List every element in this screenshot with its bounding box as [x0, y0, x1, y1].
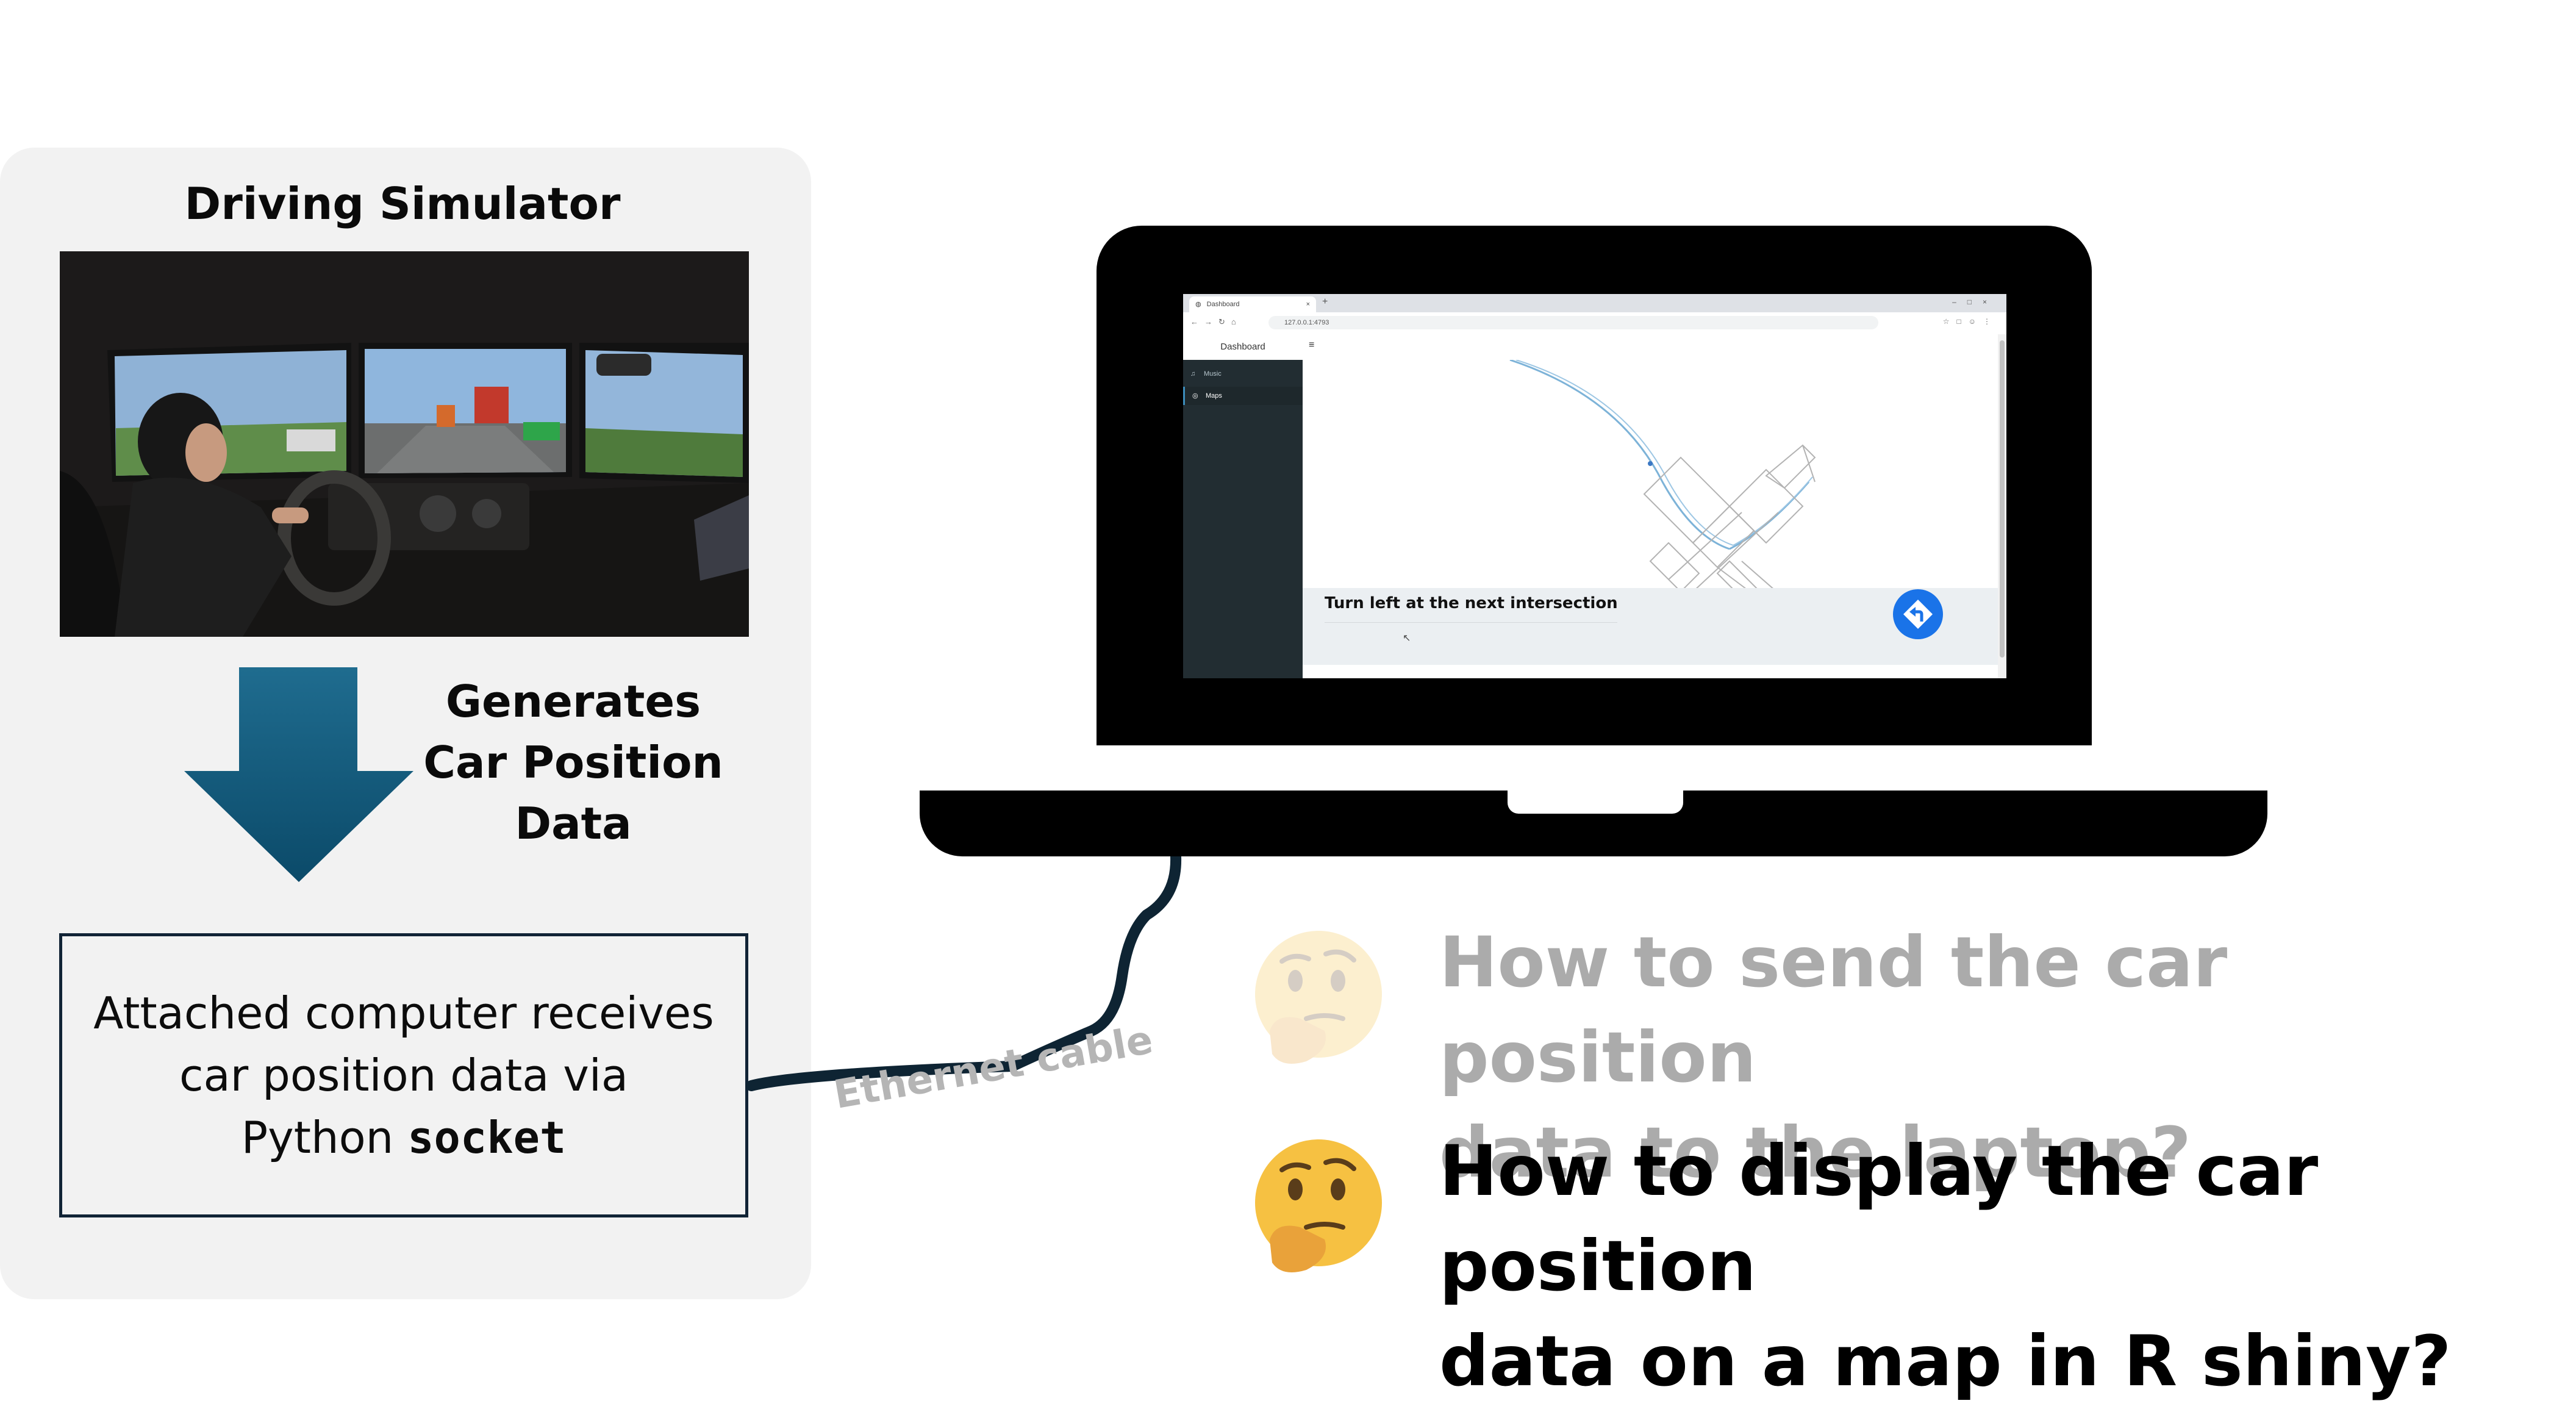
app-sidebar: ♫ Music ◎ Maps [1183, 360, 1303, 678]
scroll-thumb[interactable] [2000, 340, 2005, 658]
app-title: Dashboard [1220, 342, 1265, 352]
music-note-icon: ♫ [1190, 370, 1196, 378]
sidebar-item-maps[interactable]: ◎ Maps [1183, 387, 1303, 405]
arrow-label-line: Generates [445, 676, 701, 727]
driving-simulator-photo [60, 251, 749, 637]
window-controls[interactable]: –□× [1952, 298, 1998, 306]
computer-box-python: Python [241, 1112, 408, 1163]
app-header: Dashboard ≡ [1183, 334, 2006, 360]
question-line: data on a map in R shiny? [1439, 1321, 2452, 1402]
cursor-icon: ↖ [1403, 633, 1411, 644]
question-send-data: How to send the car position data to the… [1439, 915, 2561, 1200]
sidebar-item-label: Maps [1206, 392, 1222, 400]
page-scrollbar[interactable] [1998, 334, 2006, 678]
sidebar-item-label: Music [1204, 370, 1222, 378]
attached-computer-box: Attached computer receives car position … [59, 933, 748, 1217]
arrow-label-line: Car Position [423, 737, 723, 788]
turn-left-sign-icon[interactable] [1893, 589, 1943, 639]
tab-title: Dashboard [1206, 301, 1240, 308]
laptop-notch [1508, 791, 1683, 814]
compass-icon: ◎ [1192, 392, 1198, 400]
computer-box-line: car position data via [179, 1050, 629, 1101]
laptop-screen: ◍ Dashboard × + –□× ←→↻⌂ 127.0.0.1:4793 … [1183, 294, 2006, 678]
direction-panel: Turn left at the next intersection ↖ [1303, 588, 1998, 665]
browser-toolbar-icons[interactable]: ☆□☺⋮ [1942, 317, 1998, 326]
arrow-label-line: Data [515, 798, 632, 849]
socket-code: socket [407, 1112, 567, 1163]
browser-address-bar: ←→↻⌂ 127.0.0.1:4793 ☆□☺⋮ [1183, 312, 2006, 335]
thinking-face-icon [1255, 1139, 1382, 1272]
question-display-map: How to display the car position data on … [1439, 1124, 2561, 1409]
browser-tab[interactable]: ◍ Dashboard × [1189, 296, 1316, 312]
sidebar-item-music[interactable]: ♫ Music [1183, 365, 1303, 383]
direction-divider [1325, 622, 1617, 623]
computer-box-line: Attached computer receives [93, 988, 714, 1039]
close-tab-icon[interactable]: × [1306, 301, 1310, 308]
down-arrow-icon [184, 667, 413, 882]
question-line: How to display the car position [1439, 1130, 2319, 1307]
nav-buttons[interactable]: ←→↻⌂ [1190, 317, 1242, 326]
question-line: How to send the car position [1439, 922, 2228, 1098]
app-title-area: Dashboard [1183, 334, 1303, 360]
question-line: data to the laptop? [1439, 1112, 2191, 1193]
direction-text: Turn left at the next intersection [1325, 594, 1618, 612]
browser-tab-bar: ◍ Dashboard × + –□× [1183, 294, 2006, 312]
new-tab-icon[interactable]: + [1322, 296, 1328, 307]
url-field[interactable]: 127.0.0.1:4793 [1268, 316, 1878, 329]
globe-icon: ◍ [1195, 301, 1201, 308]
ethernet-cable [746, 851, 1182, 1091]
arrow-label: Generates Car Position Data [390, 671, 756, 854]
computer-box-line: Python socket [242, 1106, 567, 1169]
hamburger-icon[interactable]: ≡ [1309, 340, 1315, 350]
simulator-title: Driving Simulator [184, 178, 621, 229]
thinking-face-faded-icon [1255, 931, 1382, 1064]
